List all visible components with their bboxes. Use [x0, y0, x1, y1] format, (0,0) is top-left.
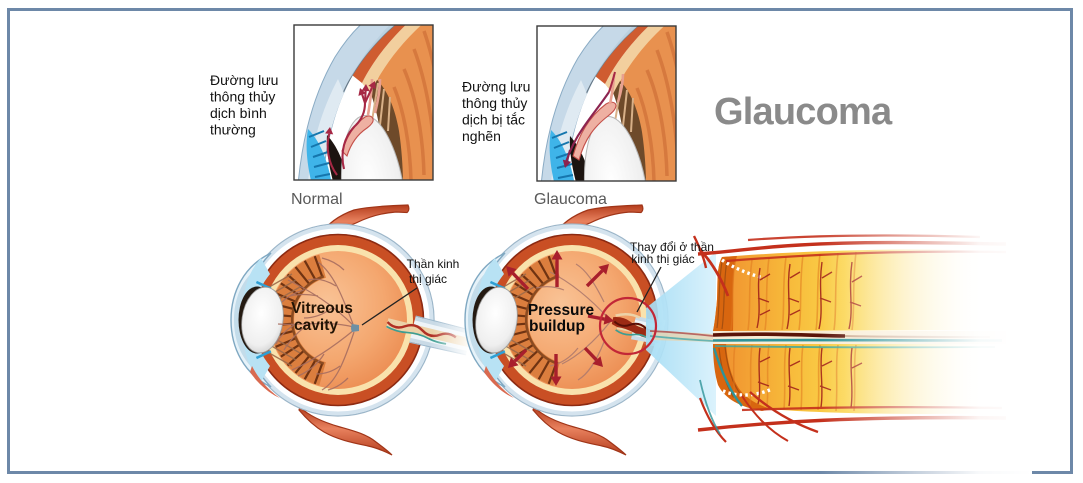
svg-text:dịch bị tắc: dịch bị tắc — [462, 112, 525, 128]
svg-text:kinh thị giác: kinh thị giác — [631, 252, 694, 266]
svg-text:Đường lưu: Đường lưu — [210, 72, 278, 88]
svg-text:buildup: buildup — [529, 318, 585, 335]
svg-text:Thần kinh: Thần kinh — [407, 257, 460, 271]
svg-text:thông thủy: thông thủy — [462, 95, 527, 111]
svg-text:dịch bình: dịch bình — [210, 105, 267, 121]
svg-text:Pressure: Pressure — [528, 302, 595, 319]
svg-text:Normal: Normal — [291, 191, 343, 208]
svg-text:thông thủy: thông thủy — [210, 89, 275, 105]
svg-text:thường: thường — [210, 122, 256, 138]
svg-text:cavity: cavity — [294, 317, 338, 334]
svg-text:Vitreous: Vitreous — [291, 300, 353, 317]
svg-text:nghẽn: nghẽn — [462, 128, 501, 144]
svg-text:thị giác: thị giác — [409, 272, 447, 286]
svg-text:Đường lưu: Đường lưu — [462, 79, 530, 95]
svg-text:Glaucoma: Glaucoma — [534, 191, 607, 208]
svg-text:Glaucoma: Glaucoma — [714, 91, 893, 133]
svg-text:Thay đổi ở thần: Thay đổi ở thần — [630, 240, 714, 254]
